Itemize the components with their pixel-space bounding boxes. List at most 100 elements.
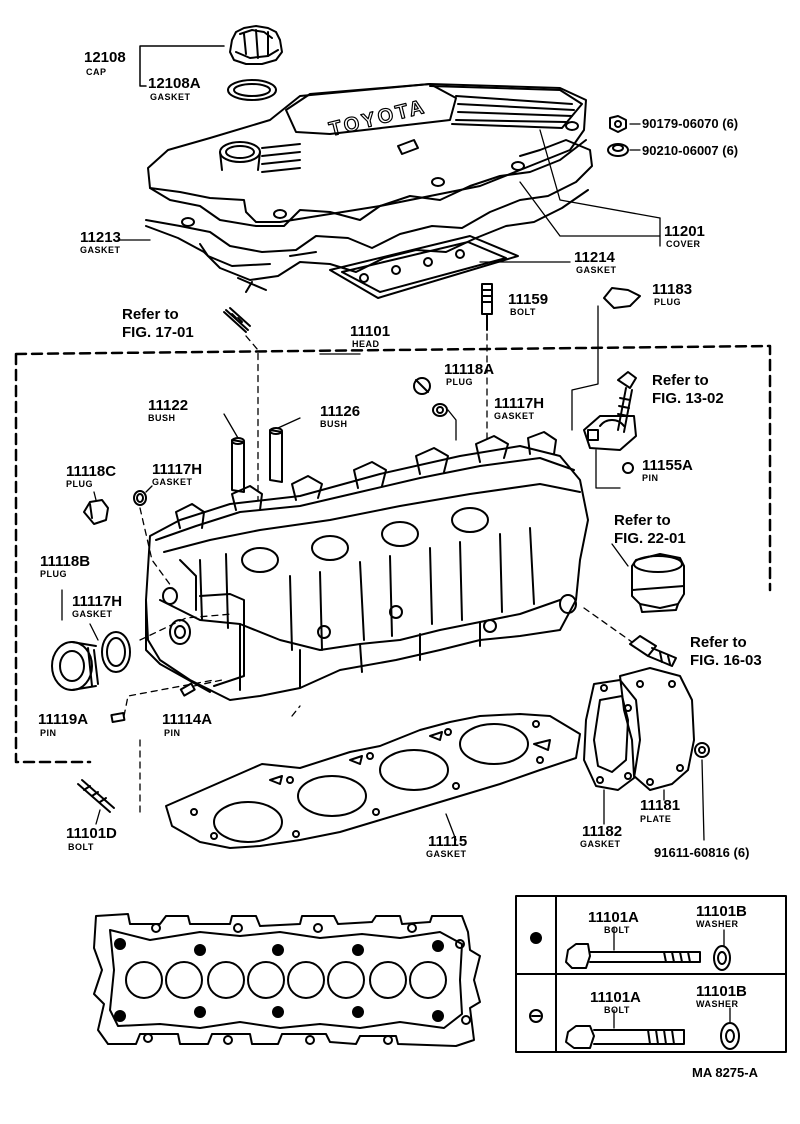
bearing-cap-drawing <box>583 415 637 451</box>
part-name-bolt-11159: BOLT <box>510 307 536 317</box>
part-name-cap: CAP <box>86 67 107 77</box>
part-number-bush-11122: 11122 <box>148 397 189 414</box>
stud-17-01-drawing <box>223 307 251 333</box>
ref-fig-13-02-line2: FIG. 13-02 <box>652 390 724 407</box>
part-number-plate-bolt: 91611-60816 (6) <box>654 845 750 860</box>
ref-fig-17-01-line1: Refer to <box>122 306 179 323</box>
head-gasket-drawing <box>165 713 581 849</box>
part-number-cap-gasket: 12108A <box>148 75 201 92</box>
row-2-bolt-number: 11101A <box>590 989 641 1006</box>
part-number-grommet: 90210-06007 (6) <box>642 143 739 158</box>
oil-filler-cap-drawing <box>229 25 283 65</box>
water-outlet-drawing <box>631 553 685 613</box>
part-number-plate-gasket: 11182 <box>582 823 623 840</box>
ref-fig-22-01-line2: FIG. 22-01 <box>614 530 686 547</box>
part-name-plug-tube-gasket: GASKET <box>576 265 617 275</box>
part-name-cover-gasket: GASKET <box>80 245 121 255</box>
bolt-13-02-drawing <box>617 371 637 433</box>
row-2-washer-name: WASHER <box>696 999 739 1009</box>
cylinder-head-cover-drawing <box>147 83 587 227</box>
row-2-bolt-name: BOLT <box>604 1005 630 1015</box>
part-number-bolt-11159: 11159 <box>508 291 549 308</box>
ref-fig-13-02-line1: Refer to <box>652 372 709 389</box>
part-number-plug-11118c: 11118C <box>66 463 117 480</box>
pin-11114a-drawing <box>179 682 196 697</box>
part-number-head-gasket: 11115 <box>428 833 468 850</box>
plug-11183-drawing <box>603 287 641 309</box>
cover-logo-text: TOYOTA <box>327 96 429 141</box>
ref-fig-22-01-line1: Refer to <box>614 512 671 529</box>
part-name-cap-gasket: GASKET <box>150 92 191 102</box>
ref-fig-16-03-line1: Refer to <box>690 634 747 651</box>
part-name-bush-11122: BUSH <box>148 413 176 423</box>
row-1-bolt-name: BOLT <box>604 925 630 935</box>
part-name-cover: COVER <box>666 239 701 249</box>
row-1-bolt-number: 11101A <box>588 909 639 926</box>
part-number-cover-gasket: 11213 <box>80 229 121 246</box>
plug-11118b-drawing <box>51 641 99 691</box>
grommet-drawing <box>607 143 629 157</box>
gasket-11117h-top-drawing <box>432 403 448 417</box>
part-number-nut: 90179-06070 (6) <box>642 116 739 131</box>
part-number-cap: 12108 <box>84 49 126 66</box>
head-assembly-boundary <box>14 344 772 764</box>
cap-gasket-drawing <box>227 79 277 101</box>
row-2-washer-number: 11101B <box>696 983 747 1000</box>
nut-drawing <box>609 115 627 133</box>
part-name-pin-11114a: PIN <box>164 728 181 738</box>
ref-fig-16-03-line2: FIG. 16-03 <box>690 652 762 669</box>
part-name-bush-11126: BUSH <box>320 419 348 429</box>
ref-fig-17-01-line2: FIG. 17-01 <box>122 324 194 341</box>
part-name-gasket-11117h-low: GASKET <box>72 609 113 619</box>
part-number-plug-11118a: 11118A <box>444 361 495 378</box>
part-name-head: HEAD <box>352 339 380 349</box>
gasket-11117h-mid-drawing <box>133 490 147 506</box>
part-name-bolt-11101d: BOLT <box>68 842 94 852</box>
part-name-gasket-11117h-mid: GASKET <box>152 477 193 487</box>
bush-11122-drawing <box>231 437 245 493</box>
bush-11126-drawing <box>269 427 283 483</box>
plug-11118c-drawing <box>83 499 109 525</box>
part-number-plug-tube-gasket: 11214 <box>574 249 615 266</box>
plate-drawing <box>619 667 695 791</box>
part-number-pin-11155a: 11155A <box>642 457 693 474</box>
bolt-11159-drawing <box>481 283 493 331</box>
pin-11119a-drawing <box>110 712 126 723</box>
cover-gasket-drawing <box>145 139 593 293</box>
gasket-11117h-low-drawing <box>101 631 131 673</box>
part-number-gasket-11117h-low: 11117H <box>72 593 123 610</box>
part-number-plug-11183: 11183 <box>652 281 693 298</box>
part-number-plug-11118b: 11118B <box>40 553 91 570</box>
plug-tube-gasket-drawing <box>329 235 519 299</box>
part-number-head: 11101 <box>350 323 391 340</box>
part-name-pin-11119a: PIN <box>40 728 57 738</box>
part-name-plug-11118b: PLUG <box>40 569 68 579</box>
part-name-head-gasket: GASKET <box>426 849 467 859</box>
part-number-pin-11119a: 11119A <box>38 711 89 728</box>
row-1-washer-name: WASHER <box>696 919 739 929</box>
part-number-bush-11126: 11126 <box>320 403 361 420</box>
part-number-plate: 11181 <box>640 797 681 814</box>
cylinder-head-drawing <box>145 431 589 701</box>
sensor-16-03-drawing <box>629 635 677 667</box>
part-number-gasket-11117h-mid: 11117H <box>152 461 203 478</box>
plug-11118a-drawing <box>413 377 431 395</box>
part-name-gasket-11117h-top: GASKET <box>494 411 535 421</box>
part-number-gasket-11117h-top: 11117H <box>494 395 545 412</box>
bolt-table-drawing <box>515 895 787 1053</box>
part-name-plug-11118c: PLUG <box>66 479 94 489</box>
part-name-plug-11118a: PLUG <box>446 377 474 387</box>
plate-bolt-drawing <box>694 742 710 758</box>
figure-code: MA 8275-A <box>692 1065 758 1080</box>
row-1-washer-number: 11101B <box>696 903 747 920</box>
part-number-bolt-11101d: 11101D <box>66 825 117 842</box>
bolt-11101d-drawing <box>77 779 115 813</box>
pin-11155a-drawing <box>622 462 634 474</box>
part-number-pin-11114a: 11114A <box>162 711 213 728</box>
part-name-pin-11155a: PIN <box>642 473 659 483</box>
part-name-plate: PLATE <box>640 814 672 824</box>
part-number-cover: 11201 <box>664 223 705 240</box>
part-name-plug-11183: PLUG <box>654 297 682 307</box>
head-bottom-view-drawing <box>93 913 481 1047</box>
